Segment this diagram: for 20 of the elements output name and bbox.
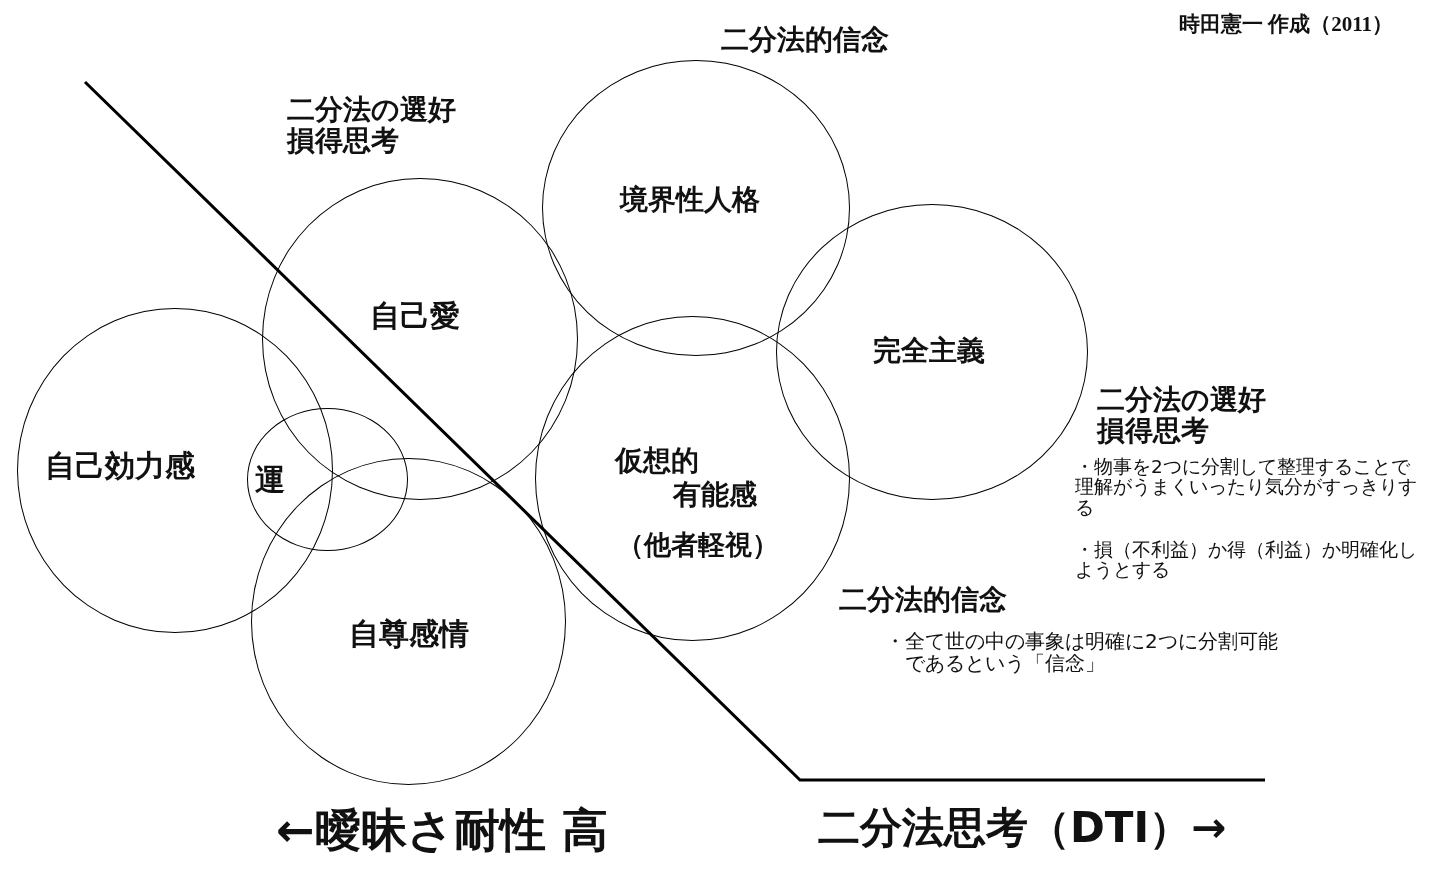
subscale-heading: 二分法の選好	[287, 95, 456, 125]
subscale-heading: 二分法的信念	[839, 585, 1007, 615]
concept-label: 運	[255, 462, 285, 498]
concept-label: 完全主義	[873, 334, 985, 368]
concept-label: （他者軽視）	[617, 529, 779, 562]
concept-label: 仮想的有能感	[615, 444, 757, 512]
subscale-heading: 二分法的信念	[721, 25, 889, 55]
bullet-note: ・損（不利益）か得（利益）か明確化しようとする	[1075, 540, 1418, 581]
concept-label: 自尊感情	[349, 616, 469, 652]
subscale-heading: 損得思考	[287, 126, 399, 156]
venn-circle	[247, 408, 408, 551]
scale-label: ←曖昧さ耐性 高	[276, 803, 608, 859]
concept-label: 境界性人格	[620, 183, 760, 217]
scale-label: 二分法思考（DTI）→	[818, 803, 1227, 854]
venn-circle	[17, 308, 333, 633]
concept-label: 自己愛	[370, 298, 460, 334]
concept-label: 自己効力感	[45, 448, 195, 484]
author-credit: 時田憲一 作成（2011）	[1179, 12, 1394, 38]
bullet-note: ・全て世の中の事象は明確に2つに分割可能であるという「信念」	[885, 630, 1279, 674]
bullet-note: ・物事を2つに分割して整理することで理解がうまくいったり気分がすっきりする	[1075, 457, 1418, 519]
